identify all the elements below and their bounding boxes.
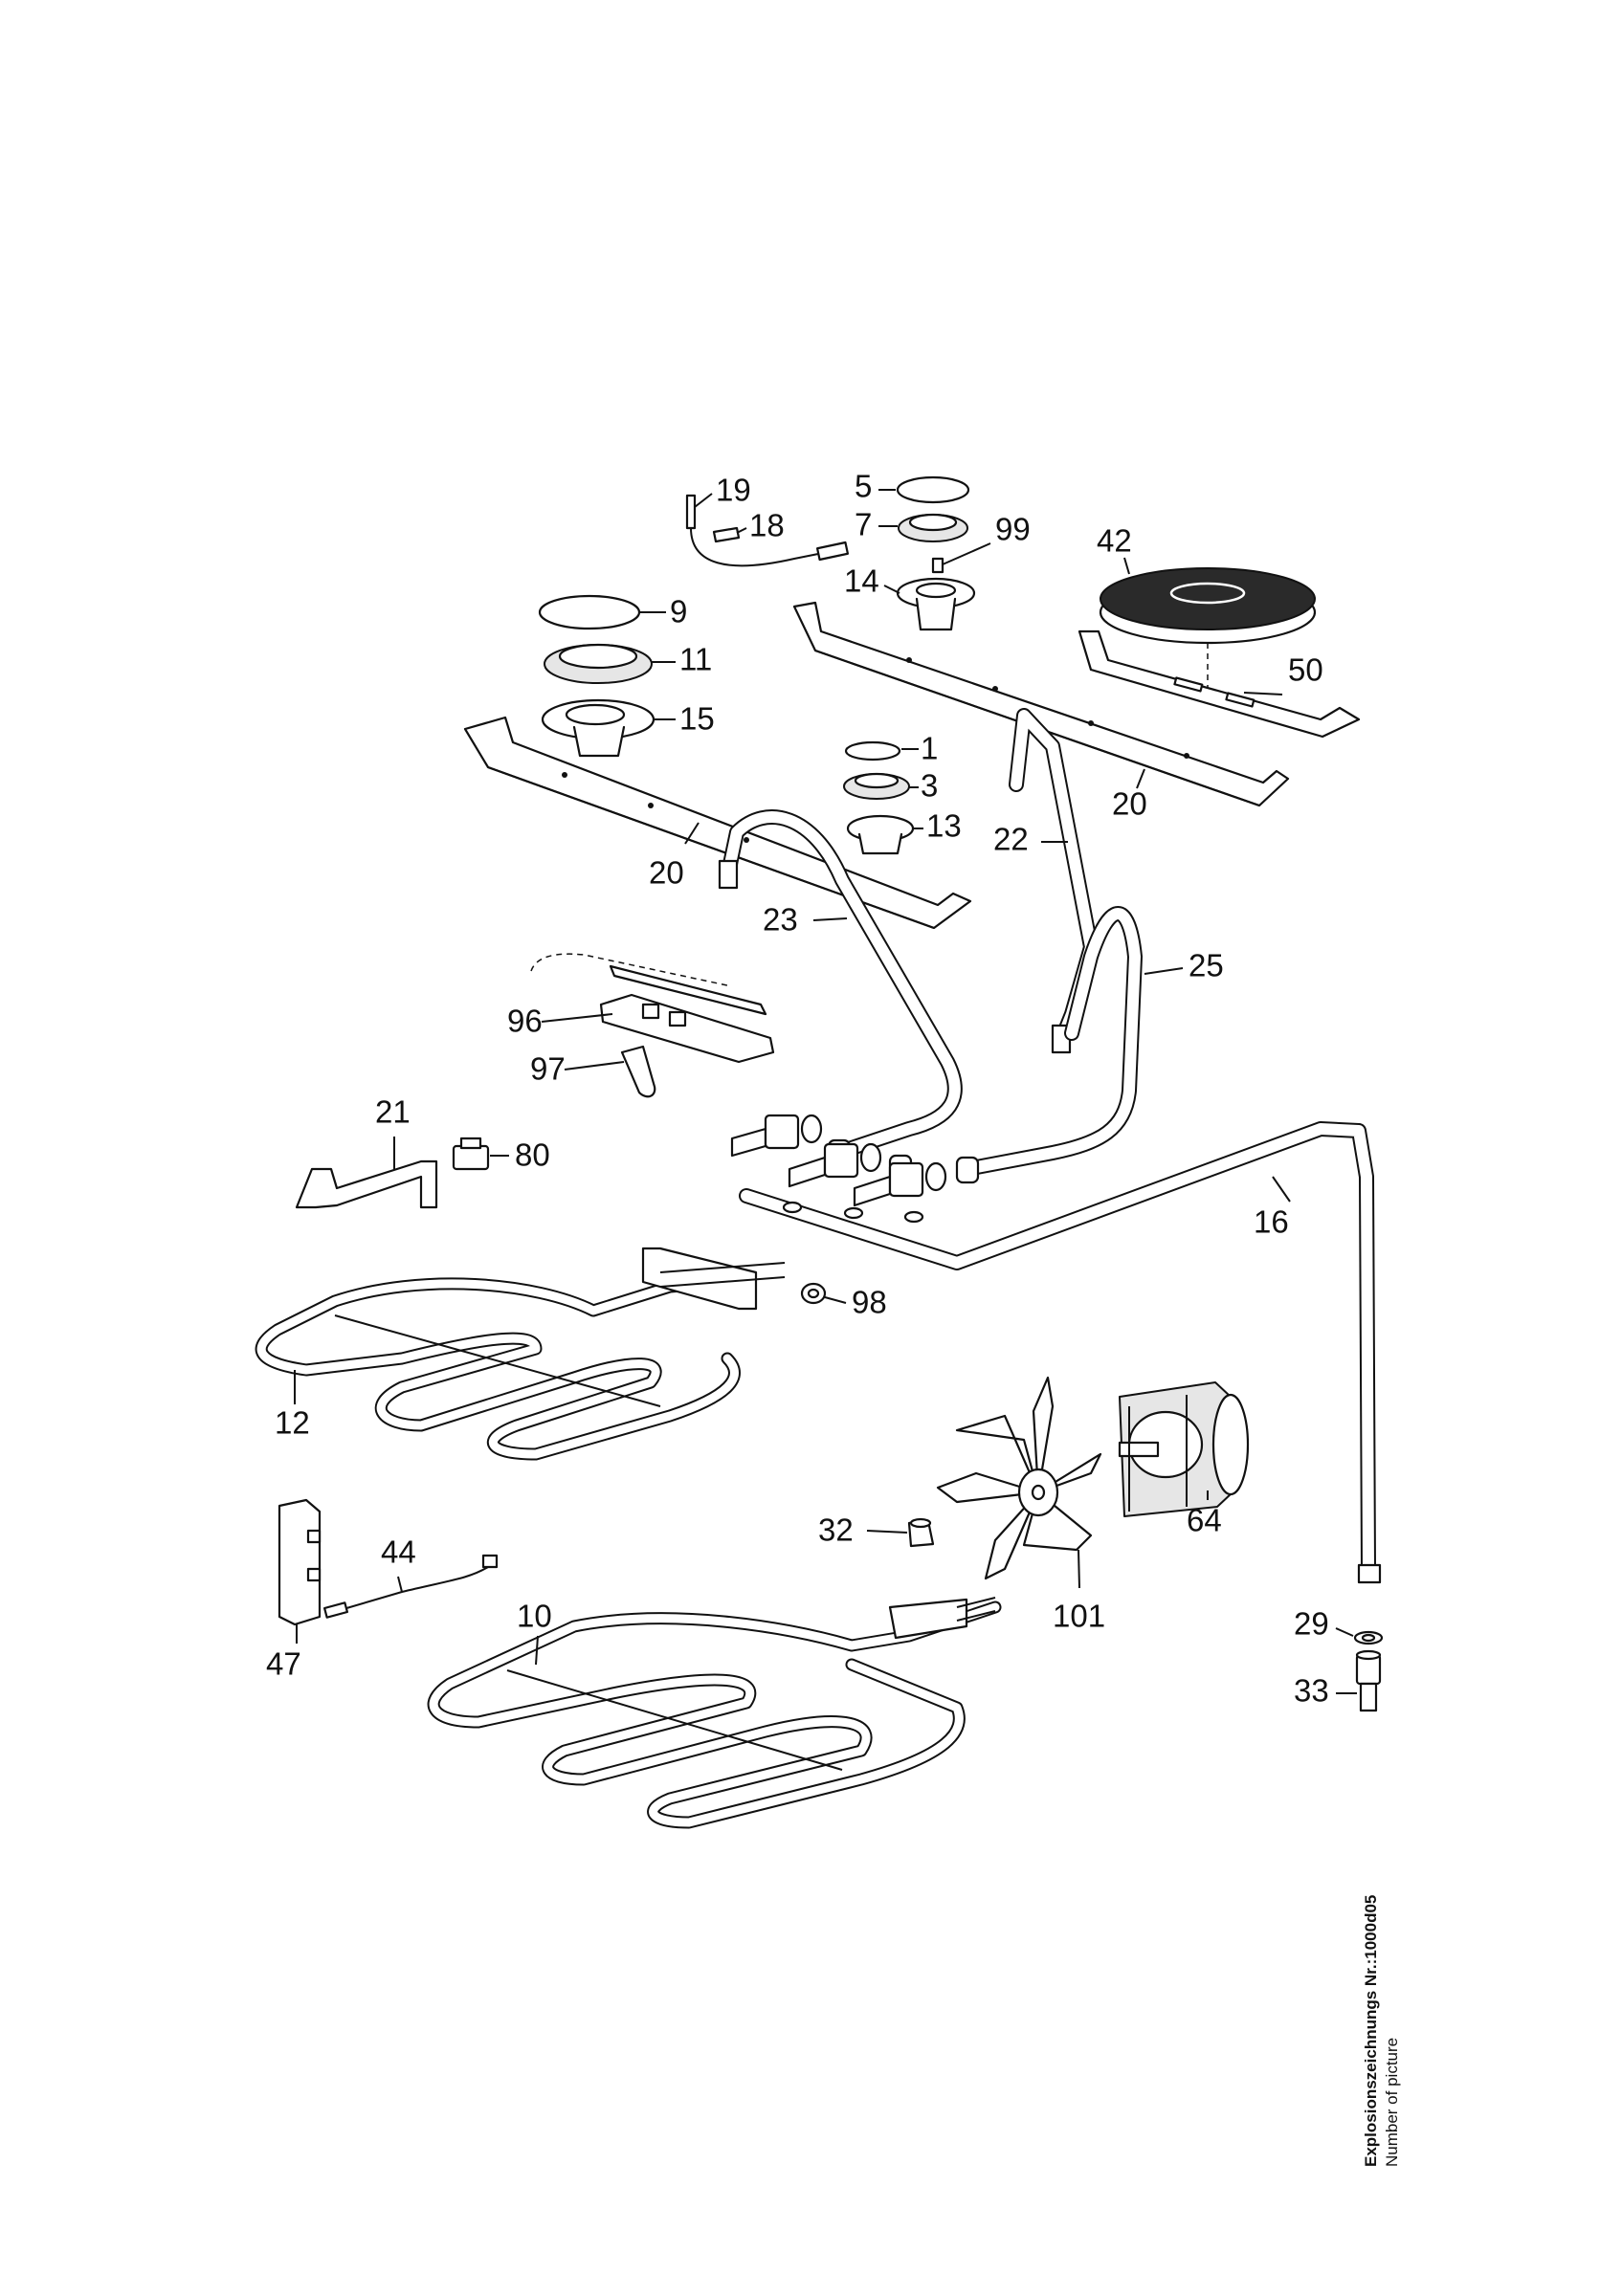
- callout-98: 98: [852, 1285, 887, 1320]
- heating-element-10: [427, 1597, 1002, 1829]
- callout-25: 25: [1189, 948, 1224, 983]
- burner-base-15: [541, 698, 655, 758]
- ignition-unit-96: [530, 953, 775, 1064]
- callout-7: 7: [855, 507, 872, 542]
- clip-18: [712, 526, 741, 543]
- leader-20b: [1136, 768, 1145, 789]
- callout-29: 29: [1294, 1606, 1329, 1642]
- side-caption-subtitle: Number of picture: [1383, 2038, 1401, 2167]
- callout-42: 42: [1097, 523, 1132, 559]
- callout-99: 99: [995, 512, 1031, 547]
- leader-19: [694, 493, 713, 508]
- leader-99: [942, 542, 991, 565]
- callout-44: 44: [381, 1534, 416, 1570]
- leader-29: [1335, 1627, 1354, 1637]
- injector-99: [931, 557, 944, 574]
- gas-manifold-16: [739, 1121, 1382, 1584]
- leader-25: [1144, 967, 1184, 975]
- thermocouple-19: [685, 494, 850, 567]
- callout-5: 5: [855, 469, 872, 504]
- leader-42: [1123, 557, 1130, 575]
- cable-44: [322, 1554, 499, 1619]
- bracket-50: [1078, 629, 1361, 739]
- leader-101: [1078, 1549, 1080, 1589]
- nut-32: [907, 1517, 935, 1548]
- burner-ring-3: [843, 772, 910, 800]
- clip-97: [620, 1045, 656, 1098]
- burner-ring-7: [898, 513, 968, 542]
- callout-20b: 20: [1112, 786, 1147, 822]
- callout-1: 1: [921, 731, 938, 766]
- callout-14: 14: [844, 563, 879, 599]
- callout-80: 80: [515, 1137, 550, 1173]
- fan-blade-101: [936, 1376, 1102, 1580]
- callout-13: 13: [926, 808, 962, 844]
- callout-97: 97: [530, 1051, 566, 1087]
- gas-tap-3: [853, 1161, 947, 1207]
- leader-96: [541, 1013, 613, 1023]
- leader-14: [883, 585, 900, 594]
- callout-33: 33: [1294, 1673, 1329, 1709]
- fan-motor-64: [1118, 1381, 1250, 1517]
- callout-16: 16: [1254, 1204, 1289, 1240]
- callout-18: 18: [749, 508, 785, 543]
- leader-97: [564, 1061, 625, 1071]
- callout-101: 101: [1053, 1599, 1105, 1634]
- callout-11: 11: [679, 642, 712, 677]
- leader-23: [812, 917, 848, 921]
- leader-98: [824, 1296, 847, 1304]
- callout-10: 10: [517, 1599, 552, 1634]
- leader-32: [866, 1530, 908, 1534]
- heating-element-12: [255, 1247, 786, 1461]
- gas-tube-23: [718, 809, 963, 1160]
- burner-base-13: [846, 814, 915, 855]
- washer-29: [1353, 1630, 1384, 1645]
- callout-labels: 1 3 5 7 9 10 11 12 13 14 15 16 18 19 20 …: [266, 469, 1329, 1709]
- callout-64: 64: [1187, 1503, 1222, 1538]
- callout-12: 12: [275, 1405, 310, 1441]
- leader-44: [397, 1576, 403, 1593]
- side-caption: Explosionszeichnungs Nr.:1000d05 Number …: [1362, 1895, 1401, 2167]
- leader-lines: [294, 489, 1357, 1694]
- gas-tap-2: [788, 1142, 882, 1188]
- callout-19: 19: [716, 473, 751, 508]
- callout-23: 23: [763, 902, 798, 938]
- fitting-33: [1355, 1649, 1382, 1712]
- callout-9: 9: [670, 594, 687, 629]
- callout-21: 21: [375, 1094, 411, 1130]
- leader-16: [1272, 1176, 1291, 1203]
- callout-20a: 20: [649, 855, 684, 891]
- leader-20a: [684, 822, 700, 845]
- bracket-21: [295, 1159, 438, 1209]
- burner-cap-1: [844, 740, 901, 762]
- callout-22: 22: [993, 822, 1029, 857]
- callout-3: 3: [921, 768, 938, 804]
- side-caption-title: Explosionszeichnungs Nr.:1000d05: [1362, 1895, 1380, 2167]
- callout-47: 47: [266, 1646, 301, 1682]
- callout-32: 32: [818, 1512, 854, 1548]
- leader-10: [535, 1635, 539, 1666]
- leader-50: [1243, 692, 1283, 695]
- burner-base-14: [896, 577, 976, 631]
- nut-98: [800, 1282, 827, 1305]
- leader-18: [736, 527, 747, 534]
- callout-50: 50: [1288, 652, 1323, 688]
- switch-80: [452, 1137, 490, 1171]
- gas-tap-1: [730, 1114, 823, 1158]
- burner-cap-9: [538, 594, 641, 630]
- burner-ring-11: [544, 643, 653, 684]
- hotplate-42: [1099, 567, 1317, 703]
- terminal-block-47: [278, 1498, 322, 1626]
- burner-cap-5: [896, 475, 970, 504]
- callout-96: 96: [507, 1004, 543, 1039]
- callout-15: 15: [679, 701, 715, 737]
